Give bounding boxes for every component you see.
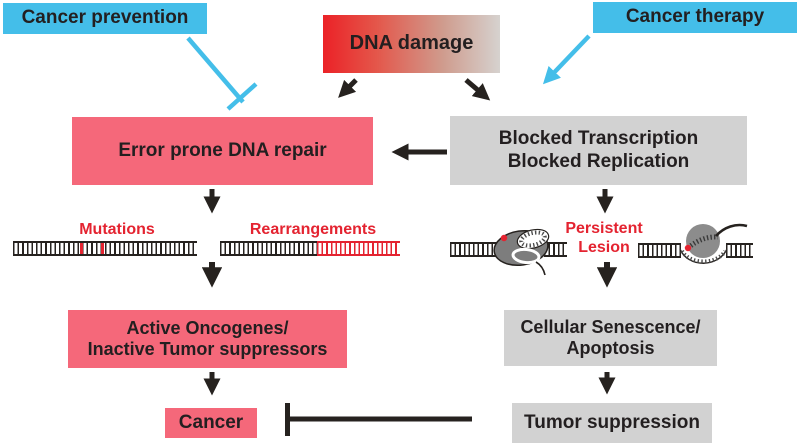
node-tumor-suppression: Tumor suppression	[512, 403, 712, 443]
stalled-transcription-bubble-icon	[679, 223, 748, 264]
mutation-mark-icon	[101, 243, 104, 254]
arrow-damage-blocked-icon	[464, 78, 491, 101]
inhibit-suppression-cancer-icon	[285, 403, 472, 436]
inhibit-prevention-repair-icon	[186, 36, 258, 111]
dna-ladder-rearrangement-red-icon	[317, 241, 400, 256]
label-mutations: Mutations	[79, 221, 155, 238]
node-error-prone-repair-label: Error prone DNA repair	[118, 139, 327, 161]
node-active-oncogenes-label: Active Oncogenes/ Inactive Tumor suppres…	[87, 317, 328, 359]
dna-ladder-lesion2-right-icon	[726, 243, 753, 258]
node-active-oncogenes: Active Oncogenes/ Inactive Tumor suppres…	[68, 310, 347, 368]
node-blocked-label: Blocked Transcription Blocked Replicatio…	[498, 128, 699, 172]
node-cancer-therapy-label: Cancer therapy	[625, 6, 765, 28]
mutation-mark-icon	[80, 243, 83, 254]
dna-ladder-rearrangement-black-icon	[220, 241, 317, 256]
node-cancer-prevention-label: Cancer prevention	[21, 7, 189, 29]
arrow-damage-repair-icon	[338, 78, 358, 98]
label-rearrangements: Rearrangements	[249, 221, 377, 238]
node-cellular-senescence: Cellular Senescence/ Apoptosis	[504, 310, 717, 366]
node-tumor-suppression-label: Tumor suppression	[524, 411, 700, 433]
node-error-prone-repair: Error prone DNA repair	[72, 117, 373, 185]
arrow-therapy-blocked-icon	[542, 34, 591, 85]
stalled-replication-complex-icon	[493, 228, 550, 276]
dna-ladder-lesion1-left-icon	[450, 242, 498, 257]
node-cancer: Cancer	[165, 408, 257, 438]
node-cellular-senescence-label: Cellular Senescence/ Apoptosis	[520, 316, 701, 358]
node-dna-damage: DNA damage	[323, 15, 500, 73]
dna-ladder-lesion2-left-icon	[638, 243, 681, 258]
node-cancer-prevention: Cancer prevention	[3, 3, 207, 34]
node-blocked-transcription-replication: Blocked Transcription Blocked Replicatio…	[450, 116, 747, 185]
dna-ladder-mutations-icon	[13, 241, 197, 256]
dna-ladder-lesion1-right-icon	[544, 242, 567, 257]
node-cancer-therapy: Cancer therapy	[593, 2, 797, 33]
node-cancer-label: Cancer	[178, 411, 244, 433]
node-dna-damage-label: DNA damage	[349, 32, 474, 55]
label-persistent-lesion: Persistent Lesion	[565, 220, 643, 257]
